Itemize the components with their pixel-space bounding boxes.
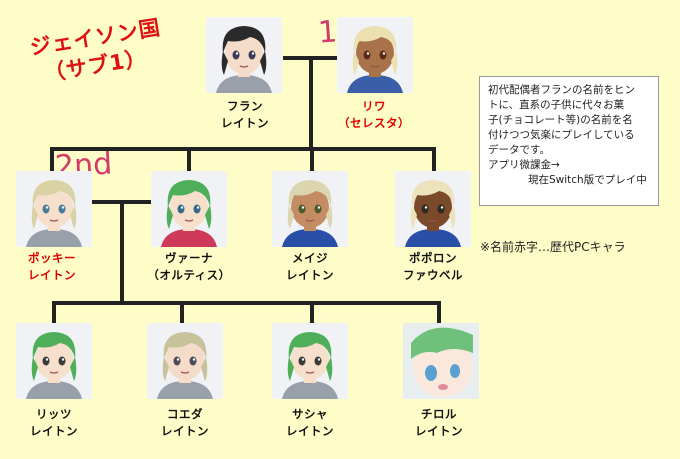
character-portrait-rittsu	[16, 323, 92, 399]
character-portrait-vana	[151, 171, 227, 247]
name-line1: リワ	[362, 99, 386, 113]
name-line2: レイトン	[221, 116, 269, 130]
name-line1: サシャ	[292, 407, 328, 421]
note-line: 子(チョコレート等)の名前を名	[488, 114, 633, 126]
connector-line	[432, 147, 436, 171]
character-name-chiroru: チロルレイトン	[389, 406, 489, 440]
name-line1: ポッキー	[28, 251, 76, 265]
portrait-icon	[272, 171, 348, 247]
portrait-icon	[151, 171, 227, 247]
portrait-icon	[16, 171, 92, 247]
name-line1: チロル	[421, 407, 457, 421]
note-line: アプリ微課金→	[488, 159, 560, 171]
name-line1: ポポロン	[409, 251, 457, 265]
connector-line	[309, 56, 313, 150]
note-line: 初代配偶者フランの名前をヒン	[488, 84, 635, 96]
connector-line	[310, 301, 314, 323]
name-line1: ヴァーナ	[165, 251, 213, 265]
name-line2: レイトン	[161, 424, 209, 438]
name-line2: レイトン	[30, 424, 78, 438]
character-name-rittsu: リッツレイトン	[4, 406, 104, 440]
connector-line	[52, 301, 441, 305]
name-line2: （セレスタ）	[338, 116, 410, 130]
character-portrait-sasha	[272, 323, 348, 399]
legend-note: ※名前赤字…歴代PCキャラ	[480, 240, 626, 254]
connector-line	[120, 200, 124, 304]
name-line2: レイトン	[28, 268, 76, 282]
character-name-meiji: メイジレイトン	[260, 250, 360, 284]
name-line1: フラン	[227, 99, 263, 113]
portrait-icon	[337, 17, 413, 93]
portrait-icon	[395, 171, 471, 247]
character-portrait-fran	[206, 17, 282, 93]
connector-line	[310, 147, 314, 171]
connector-line	[50, 147, 436, 151]
portrait-icon	[206, 17, 282, 93]
name-line2: レイトン	[286, 424, 334, 438]
character-name-poporon: ポポロンファウベル	[383, 250, 483, 284]
character-name-koeda: コエダレイトン	[135, 406, 235, 440]
character-name-fran: フランレイトン	[195, 98, 295, 132]
character-name-riwa: リワ （セレスタ）	[324, 98, 424, 132]
name-line1: リッツ	[36, 407, 72, 421]
character-portrait-pokki	[16, 171, 92, 247]
note-line: 付けつつ気楽にプレイしている	[488, 129, 635, 141]
character-name-vana: ヴァーナ （オルティス）	[139, 250, 239, 284]
portrait-icon	[16, 323, 92, 399]
note-line: トに、直系の子供に代々お菓	[488, 99, 625, 111]
kingdom-title: ジェイソン国 （サブ1）	[28, 13, 167, 89]
connector-line	[180, 301, 184, 323]
character-portrait-chiroru	[403, 323, 479, 399]
character-portrait-poporon	[395, 171, 471, 247]
character-portrait-riwa	[337, 17, 413, 93]
connector-line	[187, 147, 191, 171]
character-name-sasha: サシャレイトン	[260, 406, 360, 440]
name-line2: ファウベル	[403, 268, 463, 282]
name-line2: レイトン	[415, 424, 463, 438]
portrait-icon	[403, 323, 479, 399]
info-note-box: 初代配偶者フランの名前をヒン トに、直系の子供に代々お菓 子(チョコレート等)の…	[479, 76, 659, 206]
name-line1: メイジ	[292, 251, 328, 265]
connector-line	[50, 147, 54, 171]
note-line: 現在Switch版でプレイ中	[528, 174, 647, 186]
name-line1: コエダ	[167, 407, 203, 421]
character-portrait-koeda	[147, 323, 223, 399]
portrait-icon	[272, 323, 348, 399]
portrait-icon	[147, 323, 223, 399]
note-line: データです。	[488, 144, 550, 156]
name-line2: レイトン	[286, 268, 334, 282]
character-name-pokki: ポッキーレイトン	[2, 250, 102, 284]
character-portrait-meiji	[272, 171, 348, 247]
connector-line	[437, 301, 441, 323]
connector-line	[52, 301, 56, 323]
name-line2: （オルティス）	[147, 268, 231, 282]
